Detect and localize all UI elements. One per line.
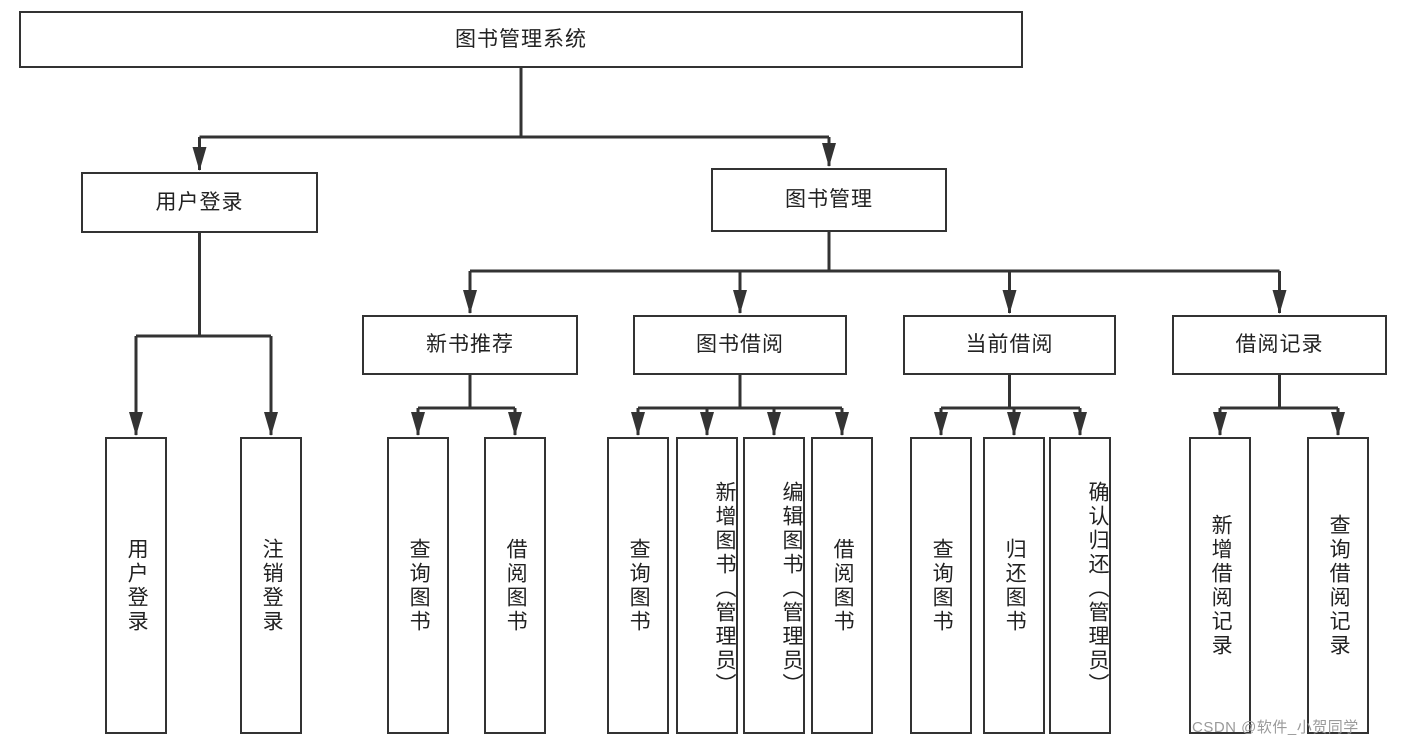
- leaf-node[interactable]: 查询图书: [910, 437, 972, 734]
- level3-node[interactable]: 当前借阅: [903, 315, 1116, 375]
- watermark-label: CSDN @软件_小贺同学: [1192, 719, 1359, 736]
- leaf-node[interactable]: 借阅图书: [484, 437, 546, 734]
- leaf-node[interactable]: 查询借阅记录: [1307, 437, 1369, 734]
- leaf-node[interactable]: 归还图书: [983, 437, 1045, 734]
- level2-node[interactable]: 图书管理: [711, 168, 947, 232]
- level3-node[interactable]: 新书推荐: [362, 315, 578, 375]
- leaf-node[interactable]: 查询图书: [387, 437, 449, 734]
- node-label: 归还图书: [1003, 537, 1027, 634]
- leaf-node[interactable]: 注销登录: [240, 437, 302, 734]
- node-label: 注销登录: [260, 537, 284, 634]
- node-label: 借阅图书: [504, 537, 528, 634]
- node-label: 当前借阅: [965, 333, 1054, 357]
- leaf-node[interactable]: 借阅图书: [811, 437, 873, 734]
- leaf-node[interactable]: 新增图书（管理员）: [676, 437, 738, 734]
- node-label: 新书推荐: [426, 333, 514, 357]
- node-label: 图书借阅: [696, 333, 784, 357]
- node-label: 借阅记录: [1235, 333, 1324, 357]
- node-label: 查询图书: [407, 537, 431, 634]
- leaf-node[interactable]: 确认归还（管理员）: [1049, 437, 1111, 734]
- leaf-node[interactable]: 编辑图书（管理员）: [743, 437, 805, 734]
- node-label: 新增借阅记录: [1209, 513, 1233, 658]
- node-label: 查询图书: [627, 537, 651, 634]
- node-label: 图书管理系统: [455, 27, 587, 51]
- node-label: 图书管理: [785, 188, 873, 212]
- root-node[interactable]: 图书管理系统: [19, 11, 1023, 68]
- node-label: 用户登录: [125, 537, 149, 634]
- node-label: 编辑图书（管理员）: [780, 480, 803, 697]
- node-label: 查询借阅记录: [1327, 513, 1351, 658]
- leaf-node[interactable]: 新增借阅记录: [1189, 437, 1251, 734]
- node-label: 新增图书（管理员）: [713, 480, 736, 697]
- node-label: 借阅图书: [831, 537, 855, 634]
- node-label: 确认归还（管理员）: [1086, 480, 1109, 697]
- level2-node[interactable]: 用户登录: [81, 172, 318, 233]
- node-label: 查询图书: [930, 537, 954, 634]
- node-label: 用户登录: [155, 190, 244, 214]
- level3-node[interactable]: 图书借阅: [633, 315, 847, 375]
- leaf-node[interactable]: 用户登录: [105, 437, 167, 734]
- level3-node[interactable]: 借阅记录: [1172, 315, 1387, 375]
- leaf-node[interactable]: 查询图书: [607, 437, 669, 734]
